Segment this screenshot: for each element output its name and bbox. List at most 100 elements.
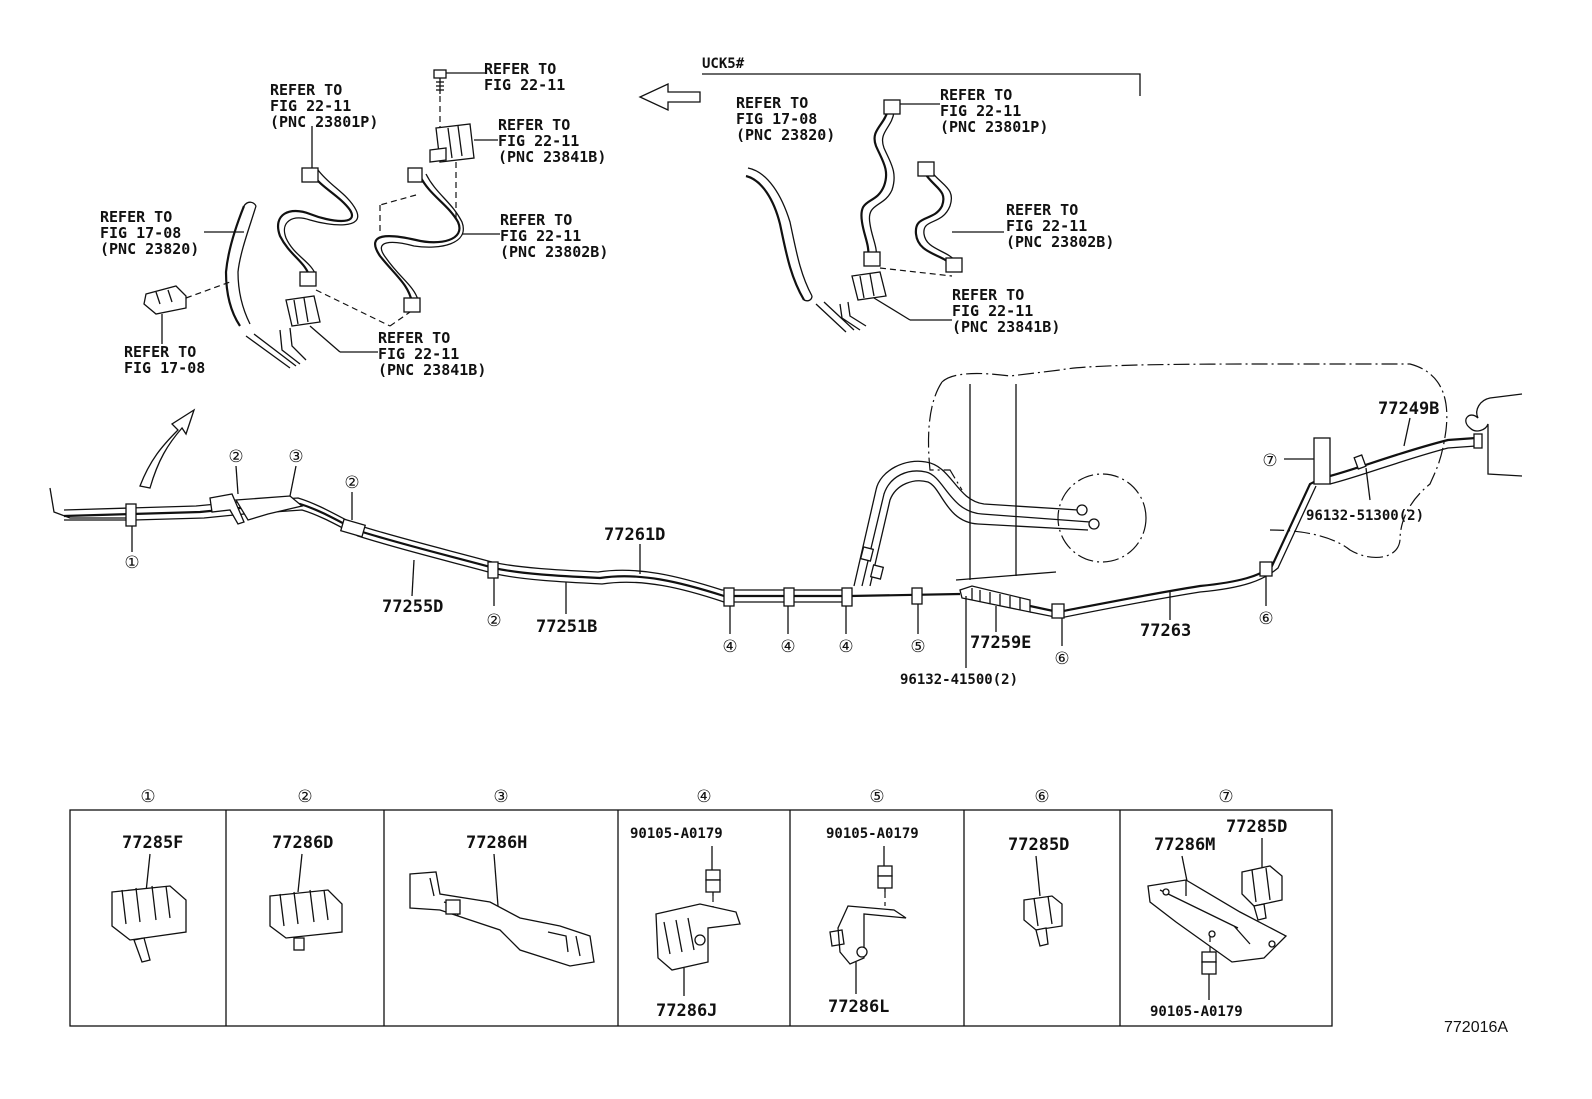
clip-77285D-icon: [1023, 895, 1063, 947]
svg-text:REFER TO: REFER TO: [124, 343, 196, 361]
svg-text:FIG 22-11: FIG 22-11: [952, 302, 1033, 320]
clip-2c: [487, 561, 499, 579]
clip-77285F-icon: [111, 885, 187, 963]
main-assembly: ① ② ③ ② ② ④ ④ ④ ⑤ ⑥ ⑥ ⑦ 77249B 96132-513…: [49, 363, 1523, 688]
bolt-icon: [433, 69, 447, 94]
bolt-icon: [877, 865, 893, 892]
clip-77286D-icon: [269, 889, 343, 951]
connector-block-icon: [851, 271, 887, 301]
connector-icon: [301, 167, 319, 183]
svg-text:(PNC 23802B): (PNC 23802B): [1006, 233, 1114, 251]
connector-icon: [883, 99, 901, 115]
svg-text:FIG 22-11: FIG 22-11: [498, 132, 579, 150]
part-77249B: 77249B: [1378, 399, 1439, 419]
svg-text:(PNC 23820): (PNC 23820): [736, 126, 835, 144]
callout-2: ②: [344, 473, 359, 493]
clip-icon: [143, 285, 187, 344]
part-77259E: 77259E: [970, 633, 1031, 653]
svg-text:REFER TO: REFER TO: [270, 81, 342, 99]
clip-1: [125, 503, 137, 527]
table-part-77286J: 77286J: [656, 1001, 717, 1021]
svg-text:FIG 22-11: FIG 22-11: [940, 102, 1021, 120]
table-part-77286D: 77286D: [272, 833, 333, 853]
callout-5: ⑤: [910, 637, 925, 657]
callout-7: ⑦: [1262, 451, 1277, 471]
svg-text:(PNC 23820): (PNC 23820): [100, 240, 199, 258]
table-part-90105-A0179: 90105-A0179: [826, 826, 919, 842]
connector-icon: [299, 271, 317, 287]
connector-icon: [917, 161, 935, 177]
variant-label: UCK5#: [702, 56, 745, 72]
svg-text:FIG 17-08: FIG 17-08: [100, 224, 181, 242]
clamp-77286J-icon: [655, 903, 741, 971]
connector-icon: [945, 257, 963, 273]
svg-text:REFER TO: REFER TO: [484, 60, 556, 78]
svg-text:REFER TO: REFER TO: [378, 329, 450, 347]
svg-text:FIG 22-11: FIG 22-11: [378, 345, 459, 363]
svg-text:REFER TO: REFER TO: [952, 286, 1024, 304]
connector-icon: [403, 297, 421, 313]
callout-3: ③: [288, 447, 303, 467]
parts-table: ① ② ③ ④ ⑤ ⑥ ⑦ 77285F 77286D 77286H: [69, 787, 1333, 1027]
part-77263: 77263: [1140, 621, 1191, 641]
clip-4a: [723, 587, 735, 607]
callout-6: ⑥: [1258, 609, 1273, 629]
part-77255D: 77255D: [382, 597, 443, 617]
table-part-77285F: 77285F: [122, 833, 183, 853]
table-part-77285D: 77285D: [1226, 817, 1287, 837]
bracket-7: [1313, 437, 1331, 485]
connector-icon: [407, 167, 423, 183]
table-part-90105-A0179: 90105-A0179: [1150, 1004, 1243, 1020]
table-marker-6: ⑥: [1034, 787, 1049, 807]
svg-text:REFER TO: REFER TO: [500, 211, 572, 229]
svg-text:REFER TO: REFER TO: [498, 116, 570, 134]
svg-text:REFER TO: REFER TO: [1006, 201, 1078, 219]
svg-text:REFER TO: REFER TO: [940, 86, 1012, 104]
table-marker-7: ⑦: [1218, 787, 1233, 807]
table-part-77285D: 77285D: [1008, 835, 1069, 855]
svg-text:(PNC 23841B): (PNC 23841B): [378, 361, 486, 379]
table-marker-2: ②: [297, 787, 312, 807]
svg-text:(PNC 23801P): (PNC 23801P): [270, 113, 378, 131]
refer-label-ra: REFER TO FIG 17-08 (PNC 23820): [736, 94, 835, 144]
table-marker-5: ⑤: [869, 787, 884, 807]
figure-id: 772016A: [1444, 1019, 1508, 1036]
clip-4b: [783, 587, 795, 607]
clip-2a: [209, 493, 245, 525]
callout-4: ④: [722, 637, 737, 657]
svg-text:FIG 22-11: FIG 22-11: [484, 76, 565, 94]
clip-2b: [339, 518, 367, 538]
arrow-left-icon: [638, 82, 701, 112]
svg-text:FIG 22-11: FIG 22-11: [270, 97, 351, 115]
bracket-77286M-icon: [1147, 879, 1288, 963]
top-right-detail: UCK5# REFER TO FIG 17-08 (PNC 23: [702, 56, 1141, 336]
callout-6: ⑥: [1054, 649, 1069, 669]
table-marker-3: ③: [493, 787, 508, 807]
table-marker-1: ①: [140, 787, 155, 807]
clip-77285D-icon: [1241, 865, 1283, 921]
fuel-tank-outline: [941, 363, 1448, 558]
connector-icon: [863, 251, 881, 267]
clip-4c: [841, 587, 853, 607]
table-part-77286M: 77286M: [1154, 835, 1215, 855]
connector-block-icon: [285, 295, 321, 327]
clip-5: [911, 587, 923, 605]
refer-label-a: REFER TO FIG 22-11: [484, 60, 565, 94]
table-marker-4: ④: [696, 787, 711, 807]
refer-label-b: REFER TO FIG 22-11 (PNC 23801P): [270, 81, 378, 131]
table-part-77286H: 77286H: [466, 833, 527, 853]
refer-label-rc: REFER TO FIG 22-11 (PNC 23802B): [1006, 201, 1114, 251]
clamp-77286L-icon: [829, 905, 907, 965]
svg-text:FIG 17-08: FIG 17-08: [124, 359, 205, 377]
svg-text:REFER TO: REFER TO: [736, 94, 808, 112]
svg-text:(PNC 23841B): (PNC 23841B): [952, 318, 1060, 336]
top-left-detail: REFER TO FIG 22-11 REFER TO FIG 22-11 (P…: [100, 60, 701, 379]
bracket-77286H-icon: [409, 871, 595, 967]
callout-2: ②: [486, 611, 501, 631]
svg-text:(PNC 23802B): (PNC 23802B): [500, 243, 608, 261]
bracket-3: [234, 495, 304, 521]
callout-4: ④: [780, 637, 795, 657]
bolt-icon: [705, 869, 721, 896]
clip-6b: [1259, 561, 1273, 577]
